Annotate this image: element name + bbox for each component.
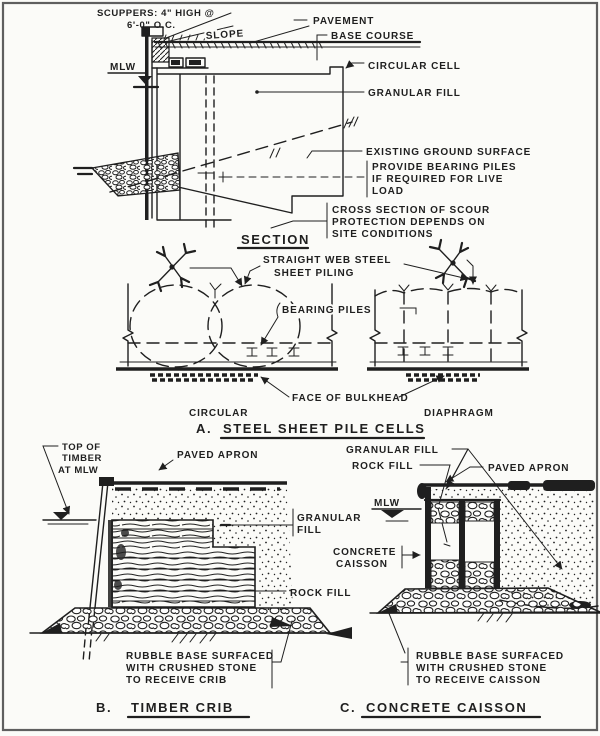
label-bearing-3: LOAD	[372, 186, 404, 197]
base-course-hatch	[157, 41, 323, 49]
label-piling-2: SHEET PILING	[274, 268, 354, 279]
cross-section-view: SCUPPERS: 4" HIGH @ 6'-0" O.C. MLW SLOPE	[72, 8, 531, 250]
label-granular-fill-c: GRANULAR FILL	[346, 445, 439, 456]
right-diagram-right-boundary	[516, 289, 528, 367]
left-diagram-right-boundary	[326, 283, 338, 367]
left-boundary	[122, 283, 134, 367]
label-scour-2: PROTECTION DEPENDS ON	[332, 217, 485, 228]
label-concrete-1: CONCRETE	[333, 547, 396, 558]
label-concrete-2: CAISSON	[336, 559, 388, 570]
plan-title: STEEL SHEET PILE CELLS	[223, 421, 426, 436]
label-pavement: PAVEMENT	[313, 16, 374, 27]
timber-title-letter: B.	[96, 700, 112, 715]
bullrail-c	[417, 483, 427, 499]
cell1-rock-bottom	[430, 559, 460, 589]
label-granular-fill: GRANULAR FILL	[368, 88, 461, 99]
water-level-icon-b	[53, 512, 70, 520]
label-granular-1-b: GRANULAR	[297, 513, 361, 524]
tie-symbol-left	[148, 242, 197, 293]
concrete-caisson-view: GRANULAR FILL ROCK FILL PAVED APRON MLW	[333, 445, 600, 719]
label-paved-apron-c: PAVED APRON	[488, 463, 569, 474]
bulkhead-hatch-right	[406, 373, 480, 382]
label-rubble-1-b: RUBBLE BASE SURFACED	[126, 651, 274, 662]
caisson-title-letter: C.	[340, 700, 356, 715]
label-rubble-3-b: TO RECEIVE CRIB	[126, 675, 227, 686]
granular-fill-area-b	[112, 488, 293, 610]
label-face-of-bulkhead: FACE OF BULKHEAD	[292, 393, 409, 404]
cell-junction-mark	[209, 282, 222, 299]
cell1-rock-top	[430, 501, 460, 524]
diaphragm-arcs	[374, 287, 523, 297]
existing-ground-line	[109, 121, 353, 193]
water-level-icon-c	[381, 510, 404, 518]
bulkhead-hatch-left	[150, 373, 258, 382]
section-title: SECTION	[241, 232, 310, 247]
plan-title-letter: A.	[196, 421, 212, 436]
label-scour-1: CROSS SECTION OF SCOUR	[332, 205, 490, 216]
cell2-rock-bottom	[464, 561, 495, 589]
ground-ticks	[269, 116, 359, 159]
label-bearing-2: IF REQUIRED FOR LIVE	[372, 174, 503, 185]
label-top-of-timber-3: AT MLW	[58, 465, 98, 476]
cell-circle-1	[129, 284, 223, 368]
timber-title: TIMBER CRIB	[131, 700, 234, 715]
cell-circle-2	[207, 284, 301, 368]
label-circular-cell: CIRCULAR CELL	[368, 61, 461, 72]
label-mlw-c: MLW	[374, 498, 400, 509]
caisson-right-wall	[494, 500, 500, 588]
label-circular: CIRCULAR	[189, 408, 248, 419]
caisson-left-wall	[425, 487, 431, 588]
sheet-pile-wall	[145, 30, 149, 220]
right-diagram-left-boundary	[369, 289, 381, 367]
label-scuppers-2: 6'-0" O.C.	[127, 20, 176, 31]
circular-cell-outline	[156, 66, 344, 221]
front-wall-b	[87, 481, 109, 628]
label-mlw-section: MLW	[110, 62, 136, 73]
label-slope: SLOPE	[205, 28, 244, 42]
ground-hatch-b	[95, 632, 217, 644]
mound-left-marks	[72, 166, 94, 176]
ground-scribble	[163, 34, 215, 41]
label-bearing-piles: BEARING PILES	[282, 305, 372, 316]
label-bearing-1: PROVIDE BEARING PILES	[372, 162, 516, 173]
label-rock-fill-c: ROCK FILL	[352, 461, 413, 472]
label-piling-1: STRAIGHT WEB STEEL	[263, 255, 391, 266]
label-scour-3: SITE CONDITIONS	[332, 229, 433, 240]
caisson-title: CONCRETE CAISSON	[366, 700, 527, 715]
scour-protection-mound	[90, 152, 181, 197]
caisson-mid-wall	[459, 500, 465, 588]
label-paved-apron-b: PAVED APRON	[177, 450, 258, 461]
label-rubble-2-c: WITH CRUSHED STONE	[416, 663, 547, 674]
label-base-course: BASE COURSE	[331, 31, 414, 42]
timber-crib-view: TOP OF TIMBER AT MLW PAVED APRON GRANULA…	[29, 442, 361, 719]
rubble-base-b	[39, 607, 332, 634]
pile-symbols	[246, 346, 454, 357]
label-granular-2-b: FILL	[297, 525, 322, 536]
label-rubble-2-b: WITH CRUSHED STONE	[126, 663, 257, 674]
label-existing-ground: EXISTING GROUND SURFACE	[366, 147, 531, 158]
granular-fill-area-c	[500, 488, 595, 609]
wall-cap-b	[99, 477, 114, 486]
bearing-piles-dashed	[205, 75, 215, 233]
label-rock-fill-b: ROCK FILL	[290, 588, 351, 599]
label-diaphragm: DIAPHRAGM	[424, 408, 494, 419]
label-rubble-3-c: TO RECEIVE CAISSON	[416, 675, 541, 686]
label-scuppers-1: SCUPPERS: 4" HIGH @	[97, 8, 215, 19]
tie-symbol-right	[428, 238, 477, 289]
label-rubble-1-c: RUBBLE BASE SURFACED	[416, 651, 564, 662]
label-top-of-timber-2: TIMBER	[62, 453, 102, 464]
label-top-of-timber-1: TOP OF	[62, 442, 101, 453]
ground-hatch-c	[477, 612, 513, 623]
fill-pocket-c	[431, 489, 500, 500]
plan-view-cells: STRAIGHT WEB STEEL SHEET PILING BEARING …	[116, 238, 529, 440]
cell2-rock-top	[464, 501, 495, 522]
